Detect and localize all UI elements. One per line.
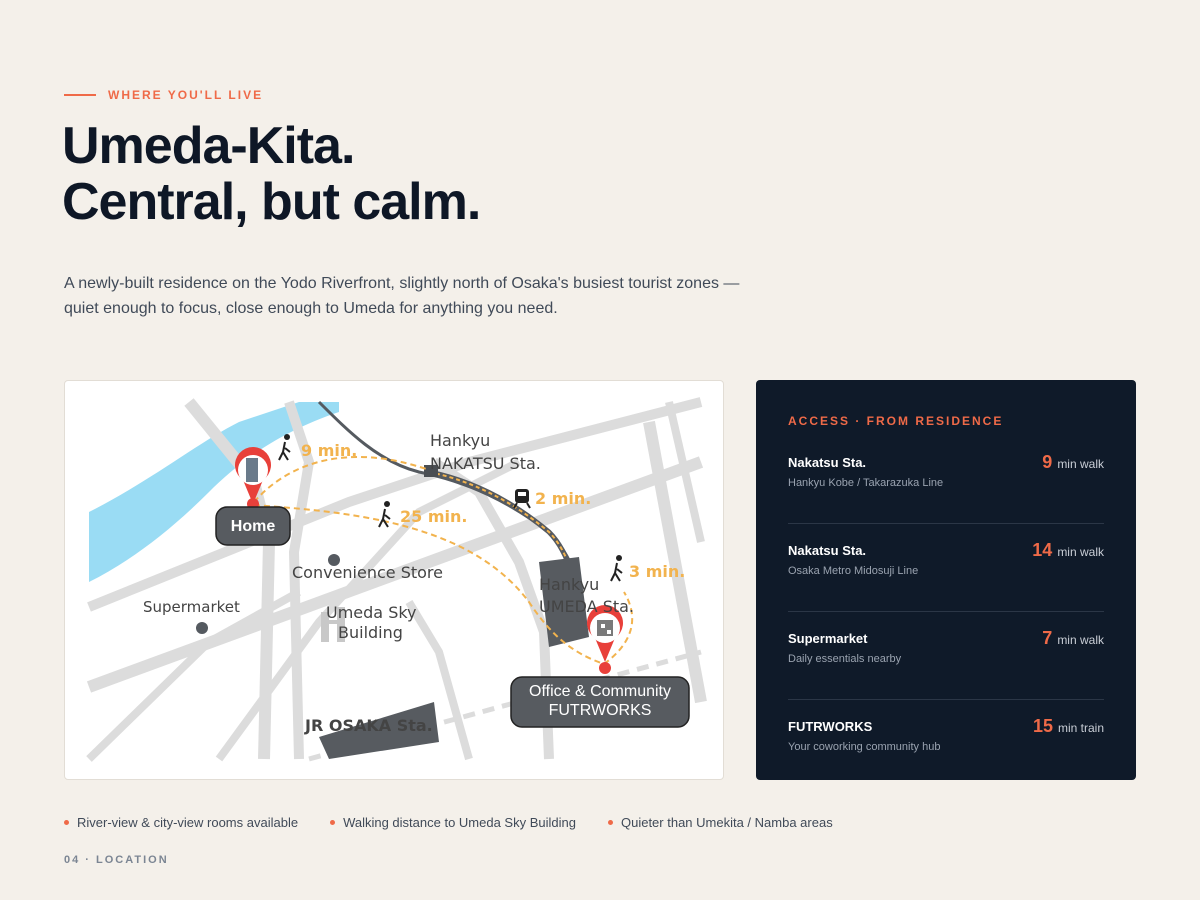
- access-row-sub: Your coworking community hub: [788, 741, 941, 753]
- feature-item: Quieter than Umekita / Namba areas: [607, 815, 833, 830]
- map-label-hankyu-umeda-2: UMEDA Sta.: [539, 597, 634, 616]
- office-label: Office & Community FUTRWORKS: [510, 676, 690, 728]
- umeda-station-block: [539, 557, 589, 647]
- access-row: Supermarket Daily essentials nearby 7 mi…: [788, 628, 1104, 700]
- svg-text:Home: Home: [231, 518, 276, 535]
- map-label-sky-building-2: Building: [338, 623, 403, 642]
- building-icon: [321, 607, 345, 642]
- map-label-hankyu-nakatsu-2: NAKATSU Sta.: [430, 454, 541, 473]
- map-time-3: 3 min.: [629, 562, 685, 581]
- access-heading: ACCESS · FROM RESIDENCE: [788, 414, 1004, 428]
- feature-item: River-view & city-view rooms available: [64, 815, 298, 830]
- walk-icon-3: [610, 555, 623, 582]
- map-time-2: 2 min.: [535, 489, 591, 508]
- eyebrow-text: WHERE YOU'LL LIVE: [108, 88, 264, 102]
- access-row-sub: Hankyu Kobe / Takarazuka Line: [788, 477, 944, 489]
- bullet-dot-icon: [607, 820, 613, 825]
- access-panel: ACCESS · FROM RESIDENCE Nakatsu Sta. Han…: [756, 380, 1136, 780]
- access-row-name: Supermarket: [788, 631, 868, 646]
- feature-text: River-view & city-view rooms available: [77, 815, 299, 830]
- access-row-minutes: 14: [1032, 540, 1053, 560]
- page-footer: 04 · LOCATION: [64, 854, 169, 866]
- access-row: FUTRWORKS Your coworking community hub 1…: [788, 716, 1104, 788]
- supermarket-dot: [196, 622, 208, 634]
- access-row-unit: min train: [1057, 721, 1104, 735]
- svg-text:FUTRWORKS: FUTRWORKS: [549, 702, 652, 719]
- access-row-minutes: 15: [1032, 716, 1053, 736]
- map-label-convenience: Convenience Store: [292, 563, 443, 582]
- access-row-minutes: 9: [1042, 452, 1053, 472]
- map-time-25: 25 min.: [400, 507, 467, 526]
- feature-list: River-view & city-view rooms available W…: [64, 815, 833, 830]
- page-title: Umeda-Kita. Central, but calm.: [62, 117, 481, 231]
- map-label-hankyu-nakatsu-1: Hankyu: [430, 431, 490, 450]
- map-label-supermarket: Supermarket: [143, 598, 240, 616]
- feature-item: Walking distance to Umeda Sky Building: [330, 815, 576, 830]
- map-label-hankyu-umeda-1: Hankyu: [539, 575, 599, 594]
- bullet-dot-icon: [64, 820, 69, 825]
- map-label-jr: JR OSAKA Sta.: [304, 716, 433, 735]
- convenience-store-dot: [328, 554, 340, 566]
- feature-text: Quieter than Umekita / Namba areas: [620, 815, 833, 830]
- svg-text:Office & Community: Office & Community: [529, 683, 671, 700]
- title-line-2: Central, but calm.: [62, 173, 481, 231]
- title-line-1: Umeda-Kita.: [62, 117, 355, 175]
- access-row-name: FUTRWORKS: [788, 719, 873, 734]
- nakatsu-station-block: [424, 465, 438, 477]
- access-row-unit: min walk: [1057, 633, 1104, 647]
- access-row-sub: Osaka Metro Midosuji Line: [788, 565, 919, 577]
- map-time-9: 9 min.: [301, 441, 357, 460]
- section-eyebrow: WHERE YOU'LL LIVE: [64, 88, 263, 102]
- access-row-unit: min walk: [1057, 545, 1104, 559]
- map-label-sky-building-1: Umeda Sky: [326, 603, 417, 622]
- intro-paragraph: A newly-built residence on the Yodo Rive…: [64, 275, 740, 317]
- access-row-name: Nakatsu Sta.: [788, 455, 867, 470]
- yodo-river: [89, 402, 339, 582]
- feature-text: Walking distance to Umeda Sky Building: [343, 815, 576, 830]
- access-row-unit: min walk: [1057, 457, 1104, 471]
- eyebrow-rule: [64, 94, 96, 96]
- home-label: Home: [215, 506, 291, 546]
- access-row-sub: Daily essentials nearby: [788, 653, 902, 665]
- location-map: 9 min. 25 min. 2 min. 3 min. Hankyu NAKA…: [64, 380, 724, 780]
- access-row-name: Nakatsu Sta.: [788, 543, 867, 558]
- jr-station-block: [319, 702, 439, 759]
- access-row: Nakatsu Sta. Osaka Metro Midosuji Line 1…: [788, 540, 1104, 612]
- access-row: Nakatsu Sta. Hankyu Kobe / Takarazuka Li…: [788, 452, 1104, 524]
- access-row-minutes: 7: [1042, 628, 1053, 648]
- walk-icon-9: [278, 434, 291, 461]
- walk-icon-25: [378, 501, 391, 528]
- office-pin-icon: [587, 605, 623, 674]
- home-pin-icon: [235, 447, 271, 510]
- bullet-dot-icon: [330, 820, 336, 825]
- train-icon: [513, 489, 531, 509]
